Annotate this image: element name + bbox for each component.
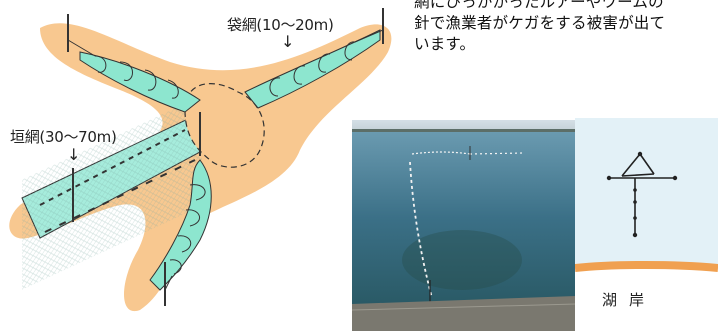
buoy-line	[409, 161, 433, 299]
plan-net-shape	[609, 153, 675, 236]
fence-net-arrow: ↓	[67, 145, 81, 164]
water-area	[575, 118, 718, 268]
shore-band	[575, 265, 718, 331]
plan-net-floats	[606, 151, 678, 238]
lake-water	[352, 132, 576, 304]
sky	[352, 120, 576, 130]
concrete-bank	[352, 296, 576, 331]
lake-photo	[352, 120, 576, 331]
buoy-line	[411, 151, 471, 155]
fixed-net-diagram	[9, 8, 392, 312]
body-text: 網にひっかかったルアーやワームの 針で漁業者がケガをする被害が出て います。	[414, 0, 718, 55]
body-text-line: 針で漁業者がケガをする被害が出て	[414, 14, 666, 32]
plan-view-diagram	[575, 118, 718, 331]
bag-net-arrow: ↓	[281, 32, 295, 51]
shore-label: 湖岸	[602, 291, 657, 309]
bag-net-lower	[149, 159, 212, 291]
body-text-line: います。	[414, 35, 476, 53]
distant-shore	[352, 129, 576, 132]
buoy-line	[469, 152, 525, 155]
bag-net-left	[79, 51, 201, 113]
bag-net-label: 袋網(10～20m)	[227, 16, 334, 34]
fence-net-label: 垣網(30～70m)	[10, 128, 117, 146]
body-text-line: 網にひっかかったルアーやワームの	[414, 0, 664, 11]
heart-chamber	[184, 83, 265, 168]
